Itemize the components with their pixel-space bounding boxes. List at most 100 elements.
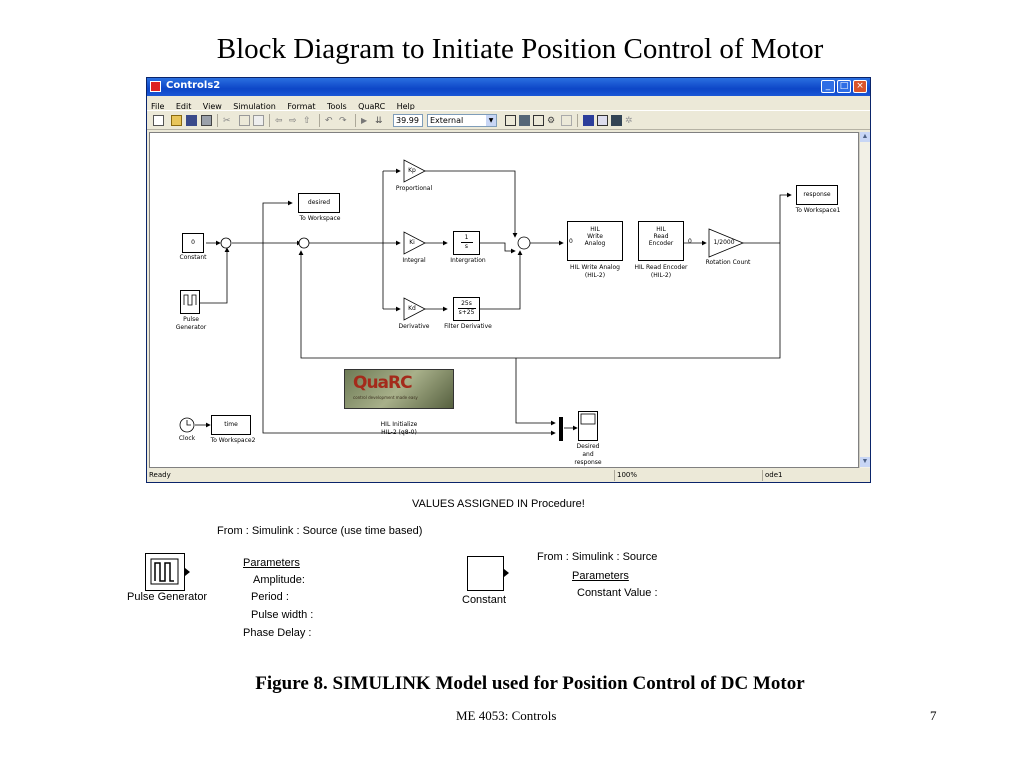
- response-workspace-block[interactable]: response: [796, 185, 838, 205]
- simulink-window: Controls2 _ □ × File Edit View Simulatio…: [146, 77, 871, 483]
- menu-help[interactable]: Help: [396, 102, 415, 111]
- constant-block[interactable]: 0: [182, 233, 204, 253]
- constant-caption: Constant: [462, 594, 507, 606]
- open-folder-icon[interactable]: [171, 115, 182, 126]
- cut-icon[interactable]: ✂: [223, 115, 231, 125]
- menu-file[interactable]: File: [151, 102, 165, 111]
- to-workspace1-label: To Workspace1: [795, 207, 841, 214]
- simulation-mode-select[interactable]: External ▼: [427, 114, 497, 127]
- hil-write-analog-label: HIL Write Analog: [569, 264, 620, 271]
- kp-value: Kp: [408, 167, 416, 174]
- quarc-hil-initialize-block[interactable]: QuaRC control development made easy: [344, 369, 454, 409]
- ki-value: Ki: [409, 239, 415, 246]
- menu-simulation[interactable]: Simulation: [233, 102, 276, 111]
- paste-icon[interactable]: [253, 115, 264, 126]
- model-browser-icon[interactable]: [505, 115, 516, 126]
- clock-icon[interactable]: [179, 417, 196, 434]
- hil-read-line-3: Encoder: [648, 240, 674, 247]
- chevron-down-icon[interactable]: ▼: [486, 115, 496, 126]
- proportional-label: Proportional: [395, 185, 433, 192]
- undo-icon[interactable]: ↶: [325, 115, 333, 125]
- menu-tools[interactable]: Tools: [326, 102, 347, 111]
- hil-read-line-1: HIL: [656, 226, 666, 233]
- derivative-label: Derivative: [398, 323, 430, 330]
- quarc-tagline: control development made easy: [353, 395, 418, 400]
- values-heading: VALUES ASSIGNED IN Procedure!: [412, 498, 585, 510]
- hil-write-analog-block[interactable]: HIL Write Analog: [567, 221, 623, 261]
- slide-title: Block Diagram to Initiate Position Contr…: [216, 33, 824, 65]
- scope-label-2: and: [582, 451, 594, 458]
- connect-icon[interactable]: [583, 115, 594, 126]
- hil-write-analog-sublabel: (HIL-2): [584, 272, 606, 279]
- back-icon[interactable]: ⇦: [275, 115, 283, 125]
- copy-icon[interactable]: [239, 115, 250, 126]
- up-icon[interactable]: ⇧: [303, 115, 311, 125]
- forward-icon[interactable]: ⇨: [289, 115, 297, 125]
- print-icon[interactable]: [201, 115, 212, 126]
- settings-icon[interactable]: ✲: [625, 115, 633, 125]
- signal-lines: [179, 159, 792, 441]
- stop-time-input[interactable]: 39.99: [393, 114, 423, 127]
- rotation-count-label: Rotation Count: [705, 259, 751, 266]
- menu-view[interactable]: View: [202, 102, 222, 111]
- pulse-generator-icon: [145, 553, 185, 591]
- model-explorer-icon[interactable]: [533, 115, 544, 126]
- pulse-generator-block[interactable]: [180, 290, 200, 314]
- footer-page-number: 7: [930, 708, 937, 723]
- vertical-scrollbar[interactable]: ▲ ▼: [859, 132, 870, 468]
- kd-value: Kd: [408, 305, 416, 312]
- build-icon[interactable]: ⇊: [375, 115, 383, 125]
- pulse-param-phase-delay: Phase Delay :: [243, 627, 312, 639]
- integral-label: Integral: [402, 257, 426, 264]
- hil-write-line-1: HIL: [590, 226, 600, 233]
- hil-write-line-3: Analog: [584, 240, 606, 247]
- hil-initialize-label: HIL Initialize: [380, 421, 418, 428]
- model-canvas[interactable]: Kp Ki Kd 1/2000 Proportional Integral De…: [149, 132, 859, 468]
- toolbar: ✂ ⇦ ⇨ ⇧ ↶ ↷ ▶ ⇊ 39.99 External ▼ ⚙ ✲: [147, 110, 870, 130]
- constant-params-heading: Parameters: [572, 570, 629, 582]
- filter-derivative-label: Filter Derivative: [444, 323, 492, 330]
- hil-read-port: 0: [688, 238, 692, 245]
- scroll-up-icon[interactable]: ▲: [860, 132, 870, 142]
- constant-source-note: From : Simulink : Source: [537, 551, 658, 563]
- profiler-icon[interactable]: [561, 115, 572, 126]
- start-simulation-icon[interactable]: ▶: [361, 116, 368, 125]
- menu-edit[interactable]: Edit: [175, 102, 192, 111]
- save-icon[interactable]: [186, 115, 197, 126]
- constant-output-port-icon: [504, 569, 509, 577]
- time-workspace-block[interactable]: time: [211, 415, 251, 435]
- hardware-icon[interactable]: [597, 115, 608, 126]
- time-workspace-value: time: [224, 421, 238, 428]
- menu-quarc[interactable]: QuaRC: [358, 102, 386, 111]
- redo-icon[interactable]: ↷: [339, 115, 347, 125]
- clock-label: Clock: [178, 435, 196, 442]
- rotation-gain-value: 1/2000: [713, 239, 735, 246]
- scope-block[interactable]: [578, 411, 598, 441]
- pulse-source-note: From : Simulink : Source (use time based…: [217, 525, 423, 537]
- close-button[interactable]: ×: [853, 80, 867, 93]
- monitor-icon[interactable]: [611, 115, 622, 126]
- scroll-down-icon[interactable]: ▼: [860, 457, 870, 467]
- window-titlebar[interactable]: Controls2 _ □ ×: [147, 78, 870, 96]
- integrator-numerator: 1: [464, 234, 469, 241]
- new-model-icon[interactable]: [153, 115, 164, 126]
- hil-initialize-sublabel: HIL-2 (q8-0): [381, 429, 417, 436]
- hil-read-encoder-block[interactable]: HIL Read Encoder: [638, 221, 684, 261]
- to-workspace2-label: To Workspace2: [210, 437, 256, 444]
- maximize-button[interactable]: □: [837, 80, 851, 93]
- filter-derivative-block[interactable]: 25s s+25: [453, 297, 480, 321]
- integrator-block[interactable]: 1 s: [453, 231, 480, 255]
- menu-format[interactable]: Format: [287, 102, 316, 111]
- debugger-icon[interactable]: ⚙: [547, 115, 556, 125]
- status-bar: Ready 100% ode1: [147, 469, 870, 482]
- constant-icon: [467, 556, 504, 591]
- integrator-label: Intergration: [450, 257, 486, 264]
- hil-write-port: 0: [569, 238, 573, 245]
- quarc-logo: QuaRC: [353, 373, 413, 393]
- pulse-param-width: Pulse width :: [251, 609, 314, 621]
- hil-write-line-2: Write: [587, 233, 603, 240]
- library-browser-icon[interactable]: [519, 115, 530, 126]
- desired-workspace-block[interactable]: desired: [298, 193, 340, 213]
- minimize-button[interactable]: _: [821, 80, 835, 93]
- filter-numerator: 25s: [461, 300, 472, 307]
